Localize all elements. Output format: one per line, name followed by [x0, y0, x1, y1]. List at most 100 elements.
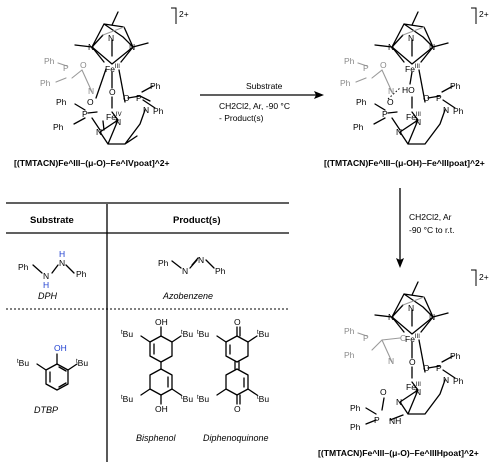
c2-n-lower: N — [396, 127, 402, 137]
azobenzene-structure — [171, 257, 215, 269]
c3-bracket — [471, 269, 477, 286]
c3-ph-l2: Ph — [344, 350, 355, 360]
dph-structure — [32, 264, 75, 274]
c3-fe-top: FeIII — [405, 334, 420, 344]
c3-n1: N — [388, 312, 394, 322]
arrow2-solvent: CH2Cl2, Ar — [409, 212, 452, 222]
azo-n2: N — [198, 255, 204, 265]
c1-o-right: O — [123, 93, 130, 103]
c3-o-right: O — [423, 363, 430, 373]
c3-n-lower: N — [396, 397, 402, 407]
c2-n1: N — [388, 42, 394, 52]
c1-fe-bottom: FeIV — [106, 112, 122, 122]
c3-n-right: N — [443, 375, 449, 385]
reaction-arrow-1 — [200, 91, 324, 99]
c2-n-center: N — [415, 117, 421, 127]
c1-ph-lw2: Ph — [53, 122, 64, 132]
c2-n-right: N — [443, 105, 449, 115]
arrow2-temperature: -90 °C to r.t. — [409, 225, 454, 235]
c1-n-center: N — [115, 117, 121, 127]
bisphenol-oh-bottom: OH — [155, 404, 168, 414]
complex-3-structure — [357, 281, 456, 425]
dpq-tbu-1: tBu — [197, 329, 209, 339]
diphenoquinone-label: Diphenoquinone — [203, 433, 269, 443]
substrate-product-table — [6, 202, 289, 462]
c3-ph-lw2: Ph — [350, 422, 361, 432]
c2-n3: N — [408, 33, 414, 43]
c1-p-lower: P — [82, 109, 88, 119]
dtbp-oh: OH — [54, 343, 67, 353]
c2-n-left: N — [388, 86, 394, 96]
bisphenol-tbu-3: tBu — [121, 394, 133, 404]
c2-fe-top: FeIII — [405, 64, 420, 74]
c3-p-right: P — [436, 363, 442, 373]
c3-ph-l1: Ph — [344, 326, 355, 336]
c1-n2: N — [129, 42, 135, 52]
c1-ph-l2: Ph — [40, 78, 51, 88]
dpq-tbu-4: tBu — [257, 394, 269, 404]
complex-2-structure — [355, 11, 456, 145]
c2-ph-r1: Ph — [450, 81, 461, 91]
c3-o-lower: O — [380, 387, 387, 397]
c2-n2: N — [429, 42, 435, 52]
c1-ph-l1: Ph — [44, 56, 55, 66]
c1-bracket — [171, 7, 177, 24]
c3-nh: NH — [389, 416, 401, 426]
c2-p-right: P — [436, 93, 442, 103]
c2-o-left: O — [380, 60, 387, 70]
c1-ph-r2: Ph — [153, 106, 164, 116]
c2-ph-l1: Ph — [344, 56, 355, 66]
bisphenol-label: Bisphenol — [136, 433, 177, 443]
c2-charge: 2+ — [479, 9, 489, 19]
dtbp-tbu-right: tBu — [76, 358, 88, 368]
arrow1-conditions: CH2Cl2, Ar, -90 °C — [219, 101, 290, 111]
c3-ph-r1: Ph — [450, 351, 461, 361]
c1-ph-r1: Ph — [150, 81, 161, 91]
c3-fe-bottom: FeIII — [406, 382, 421, 392]
c3-charge: 2+ — [479, 272, 489, 282]
c1-charge: 2+ — [179, 9, 189, 19]
c2-p-lower: P — [382, 109, 388, 119]
c3-n2: N — [429, 312, 435, 322]
c3-o-left: O — [400, 333, 407, 343]
c2-p-left: P — [363, 63, 369, 73]
bisphenol-tbu-2: tBu — [181, 329, 193, 339]
col-header-products: Product(s) — [173, 215, 221, 226]
dpq-o-top: O — [234, 317, 241, 327]
dpq-tbu-2: tBu — [257, 329, 269, 339]
c2-mu-oh: HO — [402, 85, 415, 95]
c3-n-left: N — [388, 356, 394, 366]
c2-o-lower: O — [387, 97, 394, 107]
reaction-arrow-2 — [396, 188, 404, 268]
diphenoquinone-structure — [216, 326, 258, 405]
c3-p-lower: P — [374, 415, 380, 425]
azo-ph-right: Ph — [215, 266, 226, 276]
bisphenol-tbu-1: tBu — [121, 329, 133, 339]
c1-caption: [(TMTACN)Fe^III–(μ-O)–Fe^IVpoat]^2+ — [14, 158, 170, 168]
dph-ph-right: Ph — [76, 269, 87, 279]
dph-n2: N — [59, 258, 65, 268]
c1-n1: N — [88, 42, 94, 52]
c2-ph-lw1: Ph — [356, 97, 367, 107]
c1-n-left: N — [88, 86, 94, 96]
dtbp-structure — [36, 353, 78, 391]
col-header-substrate: Substrate — [30, 215, 74, 226]
dph-n1: N — [43, 271, 49, 281]
arrow1-substrate: Substrate — [246, 81, 283, 91]
c2-ph-r2: Ph — [453, 106, 464, 116]
c1-p-left: P — [63, 63, 69, 73]
c2-caption: [(TMTACN)Fe^III–(μ-OH)–Fe^IIIpoat]^2+ — [324, 158, 485, 168]
c3-ph-lw1: Ph — [350, 403, 361, 413]
c1-ph-lw1: Ph — [56, 97, 67, 107]
c3-p-left: P — [363, 333, 369, 343]
c3-ph-r2: Ph — [453, 376, 464, 386]
c1-mu-o: O — [109, 87, 116, 97]
dpq-o-bottom: O — [234, 404, 241, 414]
dph-h1: H — [43, 280, 49, 290]
dph-h2: H — [59, 249, 65, 259]
arrow1-products: - Product(s) — [219, 113, 264, 123]
c3-caption: [(TMTACN)Fe^III–(μ-O)–Fe^IIIHpoat]^2+ — [318, 448, 479, 458]
azo-ph-left: Ph — [158, 258, 169, 268]
azobenzene-label: Azobenzene — [162, 291, 213, 301]
